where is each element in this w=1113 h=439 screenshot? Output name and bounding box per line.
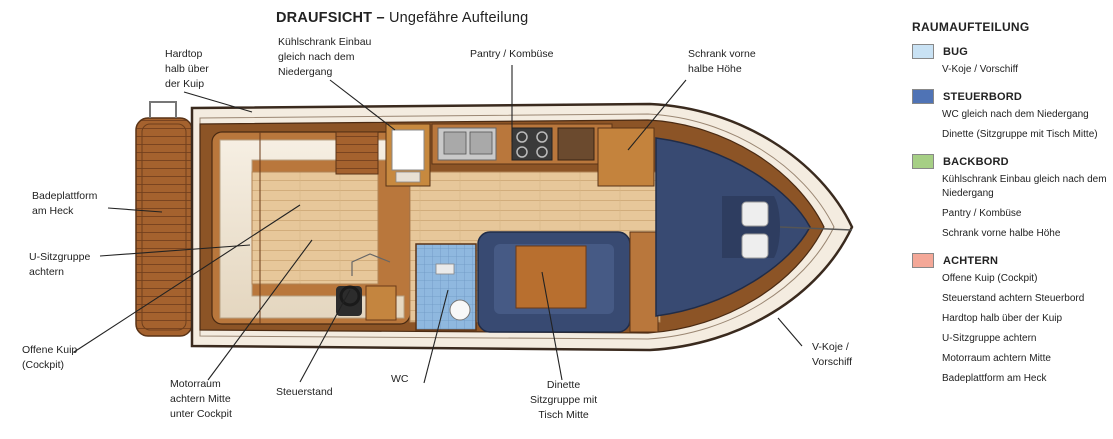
legend-item: Badeplattform am Heck	[942, 373, 1047, 384]
callout-motorraum: Motorraum achtern Mitte unter Cockpit	[170, 378, 232, 420]
callout-kuehlschrank: Kühlschrank Einbau gleich nach dem Niede…	[278, 36, 372, 78]
callout-badeplattform: Badeplattform am Heck	[32, 190, 98, 217]
legend-item: Motorraum achtern Mitte	[942, 353, 1051, 364]
cockpit	[211, 131, 411, 325]
legend-section-name: BUG	[943, 45, 969, 58]
legend-section-backbord: BACKBORD Kühlschrank Einbau gleich nach …	[912, 154, 1108, 241]
title-sub: Ungefähre Aufteilung	[388, 10, 529, 26]
galley	[431, 123, 613, 165]
legend-swatch-steuerbord	[912, 89, 934, 104]
v-berth	[655, 137, 853, 317]
title-main: DRAUFSICHT	[276, 10, 373, 26]
legend-item: Schrank vorne halbe Höhe	[942, 228, 1061, 239]
legend-item: Hardtop halb über der Kuip	[942, 313, 1063, 324]
title-dash: –	[376, 10, 385, 26]
legend-section-achtern: ACHTERN Offene Kuip (Cockpit) Steuerstan…	[912, 253, 1108, 386]
legend-item: WC gleich nach dem Niedergang	[942, 109, 1089, 120]
callout-kuip: Offene Kuip (Cockpit)	[22, 344, 78, 371]
callout-hardtop: Hardtop halb über der Kuip	[165, 48, 209, 90]
legend-item: Dinette (Sitzgruppe mit Tisch Mitte)	[942, 129, 1098, 140]
fridge	[385, 123, 431, 187]
callout-usitzgruppe: U-Sitzgruppe achtern	[29, 251, 91, 278]
legend-section-bug: BUG V-Koje / Vorschiff	[912, 44, 1108, 77]
wc	[415, 243, 477, 331]
legend-swatch-achtern	[912, 253, 934, 268]
callout-wc: WC	[391, 373, 409, 385]
dinette	[477, 231, 659, 333]
legend-item: V-Koje / Vorschiff	[942, 64, 1018, 75]
callout-steuerstand: Steuerstand	[276, 386, 333, 398]
legend-item: U-Sitzgruppe achtern	[942, 333, 1037, 344]
callout-pantry: Pantry / Kombüse	[470, 48, 554, 60]
legend-item: Steuerstand achtern Steuerbord	[942, 293, 1085, 304]
legend-title: RAUMAUFTEILUNG	[912, 20, 1030, 34]
legend-section-name: ACHTERN	[943, 254, 999, 267]
callout-dinette: Dinette Sitzgruppe mit Tisch Mitte	[530, 379, 598, 421]
swim-platform	[135, 101, 193, 337]
legend-section-name: BACKBORD	[943, 155, 1009, 168]
leader-lines	[73, 65, 803, 384]
callout-vkoje: V-Koje / Vorschiff	[812, 341, 853, 368]
callout-schrank: Schrank vorne halbe Höhe	[688, 48, 756, 75]
legend-swatch-backbord	[912, 154, 934, 169]
legend-item: Kühlschrank Einbau gleich nach dem Niede…	[942, 174, 1107, 199]
diagram-title: DRAUFSICHT – Ungefähre Aufteilung	[276, 10, 528, 26]
legend: RAUMAUFTEILUNG BUG V-Koje / Vorschiff ST…	[912, 20, 1108, 398]
legend-item: Pantry / Kombüse	[942, 208, 1022, 219]
forward-cabinet	[597, 127, 655, 187]
legend-section-name: STEUERBORD	[943, 90, 1023, 103]
legend-section-steuerbord: STEUERBORD WC gleich nach dem Niedergang…	[912, 89, 1108, 142]
legend-swatch-bug	[912, 44, 934, 59]
legend-item: Offene Kuip (Cockpit)	[942, 273, 1038, 284]
